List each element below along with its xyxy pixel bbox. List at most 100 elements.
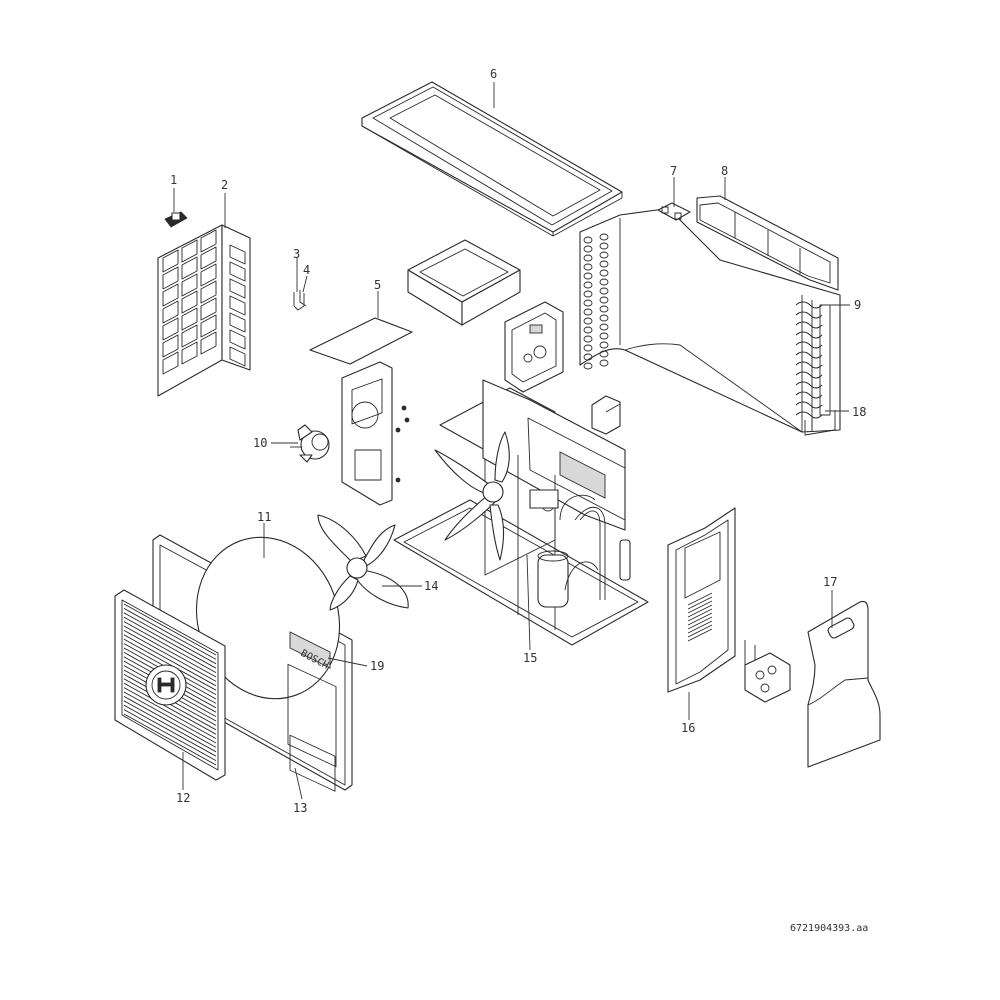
- grille-cell: [200, 263, 217, 287]
- grille-slat: [123, 638, 217, 691]
- coil-tube-end: [599, 332, 609, 340]
- vent-slot: [687, 600, 713, 614]
- coil-tube-end: [583, 353, 593, 361]
- coil-hairpin: [795, 371, 823, 379]
- coil-tube-end: [583, 254, 593, 262]
- coil-tube-end: [583, 317, 593, 325]
- coil-tube-end: [599, 269, 609, 277]
- grille-cell: [229, 329, 246, 350]
- grille-cell: [181, 290, 198, 314]
- grille-cell: [229, 244, 246, 265]
- coil-tube-end: [583, 236, 593, 244]
- coil-tube-end: [599, 233, 609, 241]
- grille-cell: [162, 334, 179, 358]
- part-front-grille: [114, 589, 226, 781]
- vent-slot: [687, 628, 713, 642]
- grille-slat: [123, 713, 217, 766]
- part-fan-blade: [317, 514, 409, 611]
- part-brackets: [293, 290, 307, 311]
- grille-cell: [229, 295, 246, 316]
- grille-slat: [123, 687, 217, 739]
- grille-slat: [123, 616, 217, 669]
- coil-tube-end: [599, 359, 609, 367]
- coil-tube-end: [599, 260, 609, 268]
- callout-4: 4: [303, 263, 310, 277]
- part-side-grille: [157, 224, 251, 397]
- vent-slot: [687, 624, 713, 638]
- grille-cell: [229, 346, 246, 367]
- grille-slat: [123, 682, 217, 735]
- callout-16: 16: [681, 721, 695, 735]
- callout-2: 2: [221, 178, 228, 192]
- part-heat-exchanger: [579, 202, 841, 436]
- coil-tube-end: [599, 296, 609, 304]
- part-compressor-assembly: [529, 489, 631, 608]
- grille-cell: [181, 307, 198, 331]
- grille-slat: [123, 603, 217, 656]
- callout-7: 7: [670, 164, 677, 178]
- coil-tube-end: [599, 341, 609, 349]
- callout-14: 14: [424, 579, 438, 593]
- part-inner-fan: [434, 431, 510, 561]
- grille-slat: [123, 621, 217, 673]
- coil-tube-end: [583, 326, 593, 334]
- grille-cell: [200, 229, 217, 253]
- part-chassis: [393, 379, 649, 646]
- callout-8: 8: [721, 164, 728, 178]
- part-side-panel: [667, 507, 736, 693]
- callout-10: 10: [253, 436, 267, 450]
- grille-cell: [229, 312, 246, 333]
- coil-tube-end: [599, 242, 609, 250]
- part-corner-cover: [807, 600, 881, 768]
- grille-slat: [123, 696, 217, 748]
- grille-cell: [181, 239, 198, 263]
- vent-slot: [687, 596, 713, 610]
- coil-tube-end: [583, 281, 593, 289]
- grille-cell: [229, 278, 246, 299]
- vent-slot: [687, 620, 713, 634]
- coil-hairpin: [795, 411, 823, 419]
- part-valve-assembly: [744, 640, 791, 703]
- grille-cell: [181, 256, 198, 280]
- coil-hairpin: [795, 361, 823, 369]
- vent-slot: [687, 604, 713, 618]
- coil-hairpin: [795, 391, 823, 399]
- coil-hairpin: [795, 321, 823, 329]
- callout-6: 6: [490, 67, 497, 81]
- coil-tube-end: [583, 362, 593, 370]
- callout-19: 19: [370, 659, 384, 673]
- grille-slat: [123, 700, 217, 753]
- grille-slat: [123, 608, 217, 660]
- grille-slat: [123, 634, 217, 687]
- coil-tube-end: [583, 263, 593, 271]
- part-fan-motor: [290, 424, 330, 463]
- coil-tube-end: [583, 272, 593, 280]
- coil-hairpin: [795, 331, 823, 339]
- callout-numbers: 1 2 3 4 5 6 7 8 9 10 11 12 13 14 15 16 1…: [170, 67, 866, 815]
- part-rear-grille: [696, 195, 839, 291]
- callout-12: 12: [176, 791, 190, 805]
- grille-cell: [162, 300, 179, 324]
- grille-cell: [229, 261, 246, 282]
- grille-slat: [123, 630, 217, 682]
- grille-slat: [123, 709, 217, 761]
- figure-reference-code: 6721904393.aa: [790, 923, 868, 934]
- callout-13: 13: [293, 801, 307, 815]
- part-fan-motor-bracket: [309, 317, 413, 506]
- grille-cell: [200, 280, 217, 304]
- coil-tube-end: [599, 305, 609, 313]
- part-small-module: [591, 395, 621, 435]
- callout-1: 1: [170, 173, 177, 187]
- grille-cell: [162, 351, 179, 375]
- part-clip: [164, 211, 188, 228]
- coil-tube-end: [583, 335, 593, 343]
- coil-tube-end: [583, 299, 593, 307]
- part-control-box: [407, 239, 521, 326]
- coil-hairpin: [795, 311, 823, 319]
- callout-3: 3: [293, 247, 300, 261]
- coil-tube-end: [599, 251, 609, 259]
- grille-cell: [200, 297, 217, 321]
- grille-slat: [123, 625, 217, 678]
- coil-hairpin: [795, 381, 823, 389]
